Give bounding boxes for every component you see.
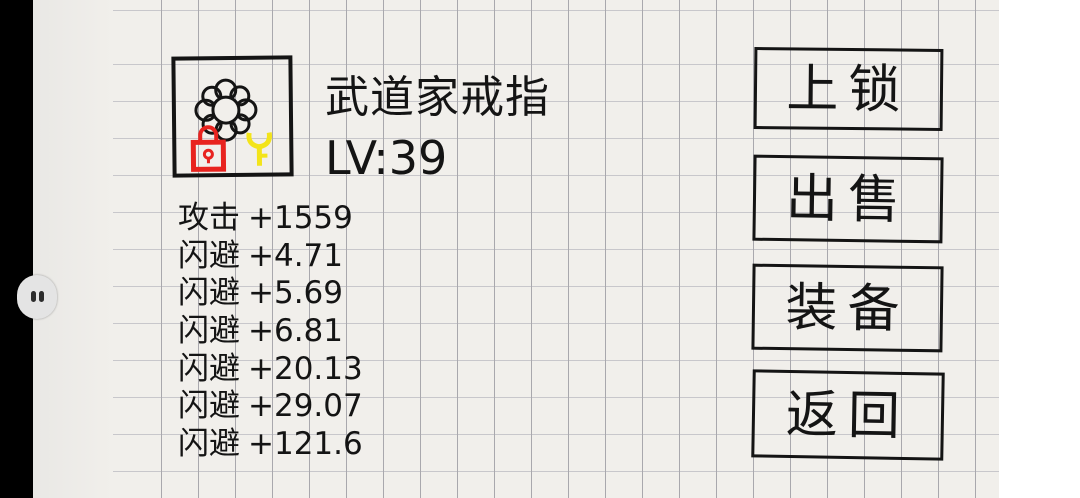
ring-icon: [194, 78, 258, 142]
back-button[interactable]: 返回: [751, 369, 945, 461]
stat-name: 闪避: [178, 313, 240, 350]
stat-row-dodge: 闪避+6.81: [178, 313, 363, 351]
stat-name: 闪避: [178, 350, 240, 387]
stat-name: 闪避: [178, 237, 240, 274]
stat-value: +6.81: [248, 313, 343, 350]
stat-value: +5.69: [248, 275, 343, 312]
floating-assistant-handle[interactable]: [17, 275, 57, 319]
lock-button[interactable]: 上锁: [753, 47, 944, 131]
screen-left-edge: [0, 0, 33, 498]
equip-button[interactable]: 装备: [751, 263, 944, 353]
stat-value: +121.6: [248, 426, 363, 463]
stat-row-attack: 攻击+1559: [178, 200, 363, 238]
lock-icon: [190, 125, 227, 172]
stat-name: 闪避: [178, 388, 240, 425]
notebook-paper-background: [113, 0, 999, 498]
stat-name: 闪避: [178, 426, 240, 463]
stat-name: 攻击: [178, 200, 240, 236]
item-level: LV:39: [325, 131, 448, 185]
stat-row-dodge: 闪避+5.69: [178, 275, 363, 313]
screen-right-edge: [999, 0, 1080, 498]
stat-value: +20.13: [248, 350, 363, 387]
item-name: 武道家戒指: [325, 72, 550, 123]
paper-margin: [33, 0, 113, 498]
stat-name: 闪避: [178, 275, 240, 312]
stat-list: 攻击+1559 闪避+4.71 闪避+5.69 闪避+6.81 闪避+20.13…: [178, 200, 363, 464]
sell-button[interactable]: 出售: [752, 154, 944, 244]
stat-row-dodge: 闪避+121.6: [178, 426, 363, 464]
stat-row-dodge: 闪避+20.13: [178, 351, 363, 389]
handle-eye-right: [39, 291, 44, 302]
stat-value: +1559: [248, 200, 353, 236]
stat-value: +4.71: [248, 237, 343, 274]
stat-value: +29.07: [248, 388, 363, 425]
key-icon: [246, 132, 272, 166]
item-icon-frame: [171, 55, 294, 178]
stat-row-dodge: 闪避+29.07: [178, 388, 363, 426]
handle-eye-left: [31, 291, 36, 302]
stat-row-dodge: 闪避+4.71: [178, 238, 363, 276]
